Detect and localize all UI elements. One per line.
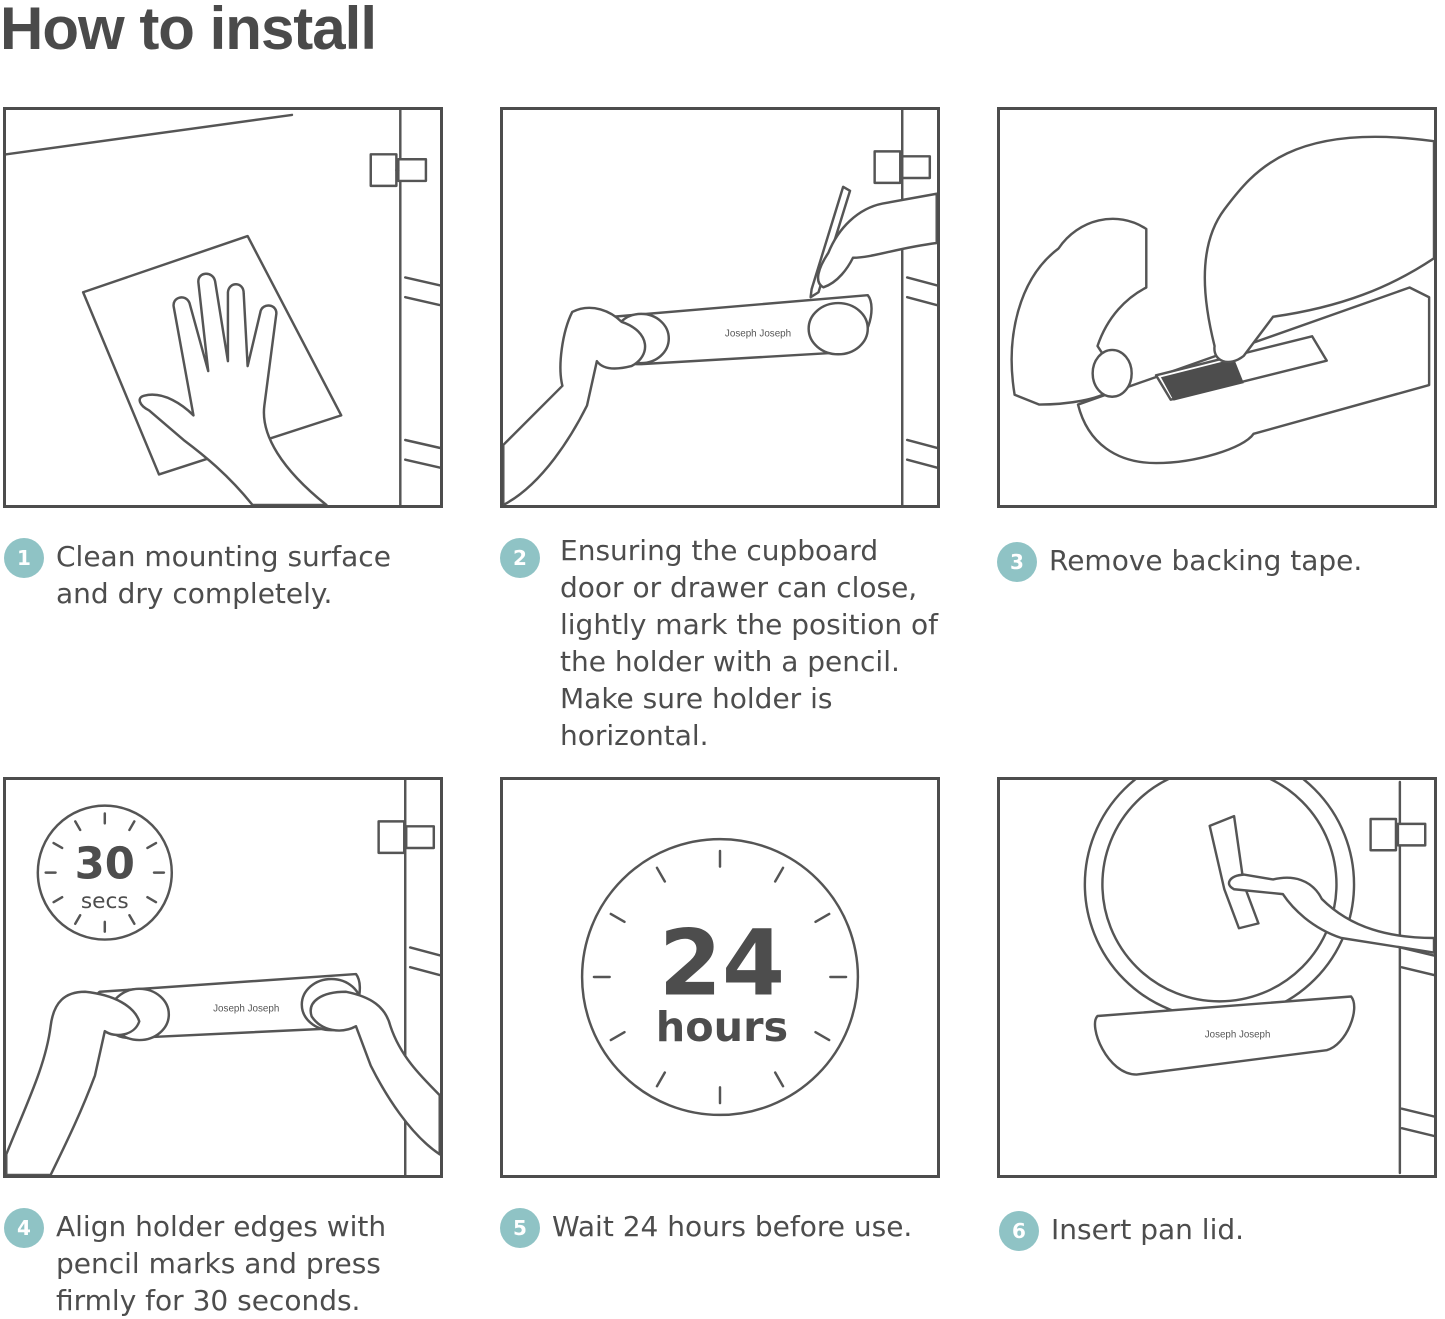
hand-icon bbox=[1227, 873, 1434, 954]
clock-tick bbox=[609, 912, 626, 924]
writing-hand-icon bbox=[816, 192, 937, 289]
clock-tick bbox=[128, 820, 136, 832]
shelf-rails bbox=[1400, 946, 1434, 1138]
page-title: How to install bbox=[0, 0, 377, 62]
timer-value: 30 bbox=[75, 840, 135, 890]
step-6: 6 Insert pan lid. bbox=[999, 1211, 1439, 1251]
step-3-illustration bbox=[997, 107, 1437, 508]
brand-logo: Joseph Joseph bbox=[213, 1003, 279, 1014]
step-1-illustration bbox=[3, 107, 443, 508]
step-3: 3 Remove backing tape. bbox=[997, 542, 1437, 582]
step-5: 5 Wait 24 hours before use. bbox=[500, 1208, 940, 1248]
step-text: Insert pan lid. bbox=[1051, 1213, 1245, 1246]
step-text: Wait 24 hours before use. bbox=[552, 1210, 913, 1243]
step-text: Clean mounting surface and dry completel… bbox=[56, 540, 391, 610]
step-1: 1 Clean mounting surface and dry complet… bbox=[4, 538, 444, 612]
tape-removal-illustration bbox=[1010, 135, 1434, 465]
hinge-icon bbox=[1369, 817, 1427, 852]
clock-tick bbox=[773, 1071, 785, 1088]
hand-icon bbox=[503, 306, 647, 505]
brand-logo: Joseph Joseph bbox=[1205, 1029, 1271, 1040]
clock-tick bbox=[74, 914, 82, 926]
timer-unit: secs bbox=[81, 889, 129, 914]
holder-icon bbox=[1093, 995, 1356, 1076]
step-text: Ensuring the cupboard door or drawer can… bbox=[560, 534, 939, 752]
clock-tick bbox=[74, 820, 82, 832]
clock-tick bbox=[52, 895, 64, 904]
shelf-rails bbox=[408, 946, 440, 977]
step-number-badge: 2 bbox=[500, 538, 540, 578]
step-2: 2 Ensuring the cupboard door or drawer c… bbox=[500, 532, 940, 754]
step-number-badge: 6 bbox=[999, 1211, 1039, 1251]
clock-tick bbox=[146, 841, 158, 850]
step-5-illustration: 24 hours bbox=[500, 777, 940, 1178]
hinge-icon bbox=[369, 153, 428, 188]
step-number-badge: 4 bbox=[4, 1208, 44, 1248]
pan-lid-icon bbox=[1083, 780, 1356, 1021]
step-text: Remove backing tape. bbox=[1049, 544, 1363, 577]
clock-tick bbox=[814, 912, 831, 924]
step-4-illustration: 30 secs Joseph Joseph bbox=[3, 777, 443, 1178]
hand-icon bbox=[1203, 135, 1434, 364]
step-number-badge: 5 bbox=[500, 1208, 540, 1248]
clock-tick bbox=[128, 914, 136, 926]
clock-tick bbox=[655, 866, 667, 883]
shelf-rails bbox=[905, 276, 937, 469]
shelf-edge bbox=[6, 113, 294, 156]
clock-value: 24 bbox=[659, 912, 785, 1017]
lid-handle bbox=[1208, 814, 1260, 930]
pan-lid-illustration: Joseph Joseph bbox=[1083, 780, 1434, 1175]
clock-tick bbox=[773, 866, 785, 883]
hinge-icon bbox=[377, 820, 436, 855]
brand-logo: Joseph Joseph bbox=[725, 329, 791, 340]
clock-unit: hours bbox=[656, 1003, 788, 1051]
step-6-illustration: Joseph Joseph bbox=[997, 777, 1437, 1178]
clock-tick bbox=[609, 1030, 626, 1042]
adhesive-strip bbox=[1160, 358, 1244, 401]
marking-illustration: Joseph Joseph bbox=[503, 110, 937, 505]
stopwatch-icon: 30 secs bbox=[36, 804, 174, 941]
step-number-badge: 3 bbox=[997, 542, 1037, 582]
clock-tick bbox=[814, 1030, 831, 1042]
shelf-rails bbox=[404, 276, 440, 469]
hand-icon bbox=[138, 272, 328, 505]
hand-icon bbox=[309, 990, 440, 1156]
step-number-badge: 1 bbox=[4, 538, 44, 578]
step-4: 4 Align holder edges with pencil marks a… bbox=[4, 1208, 444, 1319]
step-text: Align holder edges with pencil marks and… bbox=[56, 1210, 387, 1317]
pressing-illustration: 30 secs Joseph Joseph bbox=[6, 780, 440, 1175]
waiting-illustration: 24 hours bbox=[580, 837, 860, 1117]
clock-tick bbox=[146, 895, 158, 904]
hinge-icon bbox=[873, 150, 932, 185]
clock-tick bbox=[52, 841, 64, 850]
clock-icon: 24 hours bbox=[580, 837, 860, 1117]
hand-icon bbox=[6, 990, 141, 1175]
clock-tick bbox=[655, 1071, 667, 1088]
step-2-illustration: Joseph Joseph bbox=[500, 107, 940, 508]
cleaning-illustration bbox=[6, 110, 440, 505]
